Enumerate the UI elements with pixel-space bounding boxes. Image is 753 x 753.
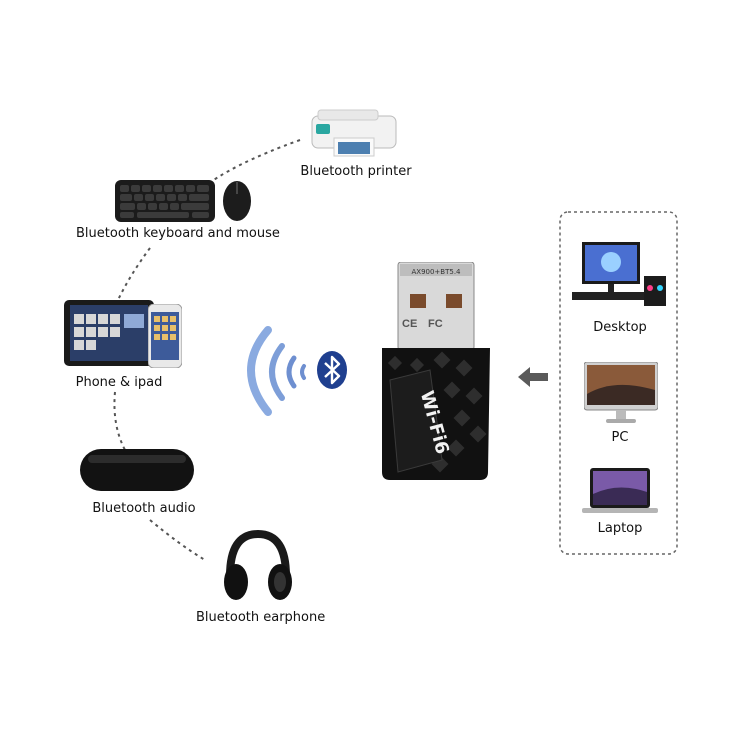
phone-ipad-label: Phone & ipad [75, 375, 163, 390]
arrow-left-icon [518, 367, 550, 387]
device-group-box [559, 211, 678, 555]
ce-mark: CE [402, 318, 418, 330]
fc-mark: FC [428, 318, 443, 330]
bluetooth-icon [316, 350, 348, 390]
desktop-image [572, 242, 670, 312]
headphone-image [222, 530, 294, 604]
pc-image [584, 362, 658, 424]
keyboard-mouse-label: Bluetooth keyboard and mouse [76, 226, 280, 241]
keyboard-image [115, 180, 215, 222]
laptop-image [582, 468, 658, 516]
printer-label: Bluetooth printer [300, 164, 412, 179]
printer-image [308, 108, 400, 160]
pc-label: PC [611, 430, 629, 445]
audio-label: Bluetooth audio [92, 501, 196, 516]
signal-waves-icon [238, 326, 318, 416]
desktop-label: Desktop [593, 320, 647, 335]
tablet-image [64, 300, 154, 366]
speaker-image [80, 447, 194, 493]
adapter-model-text: AX900+BT5.4 [411, 268, 461, 276]
laptop-label: Laptop [597, 521, 643, 536]
usb-adapter: AX900+BT5.4 CE FC Wi-Fi6 [376, 262, 496, 482]
mouse-image [222, 180, 252, 222]
earphone-label: Bluetooth earphone [196, 610, 326, 625]
phone-image [148, 304, 182, 368]
